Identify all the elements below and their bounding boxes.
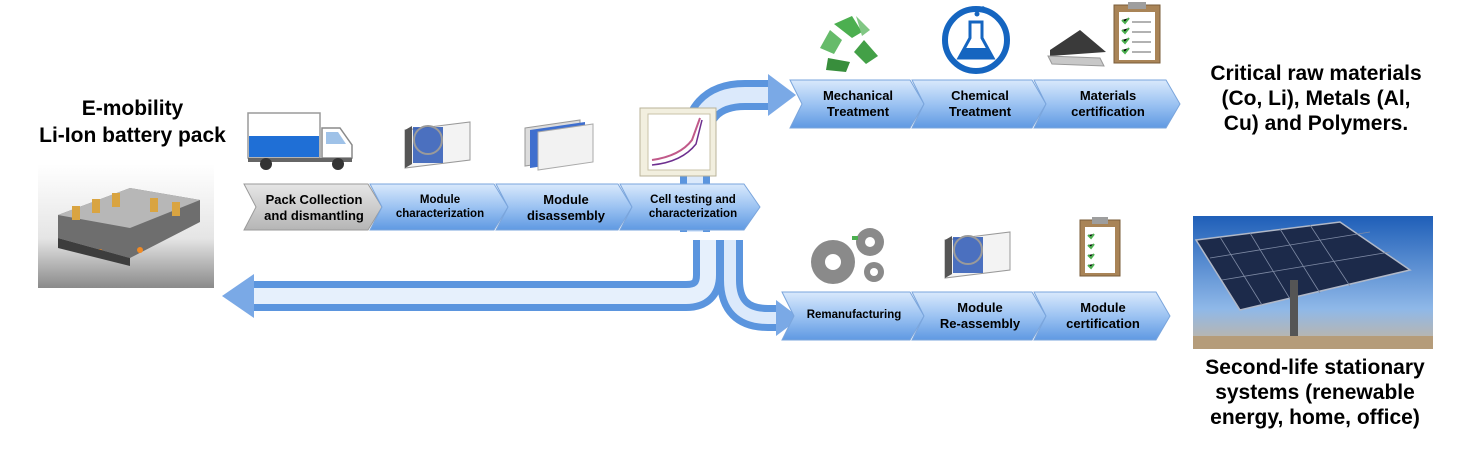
label-module-certification: Module certification (1066, 300, 1140, 331)
output-recycling: Critical raw materials (Co, Li), Metals … (1210, 62, 1422, 135)
second-life-chevrons (781, 291, 1171, 341)
chevron-module-characterization (369, 183, 509, 231)
recycling-chevrons (789, 79, 1181, 129)
materials-icon (1047, 30, 1106, 67)
flask-icon (942, 6, 1010, 74)
battery-pack-image (38, 164, 214, 288)
output-second-life: Second-life stationary systems (renewabl… (1205, 356, 1425, 429)
label-pack-collection: Pack Collection and dismantling (264, 192, 364, 223)
label-materials-certification: Materials certification (1071, 88, 1145, 119)
gears-icon (811, 228, 884, 284)
label-module-disassembly: Module disassembly (526, 192, 606, 223)
recycle-icon (820, 16, 878, 72)
clipboard-icon (1113, 2, 1161, 64)
label-mechanical-treatment: Mechanical Treatment (822, 88, 894, 119)
cell-test-graph-icon (639, 107, 717, 177)
main-process-chevrons (243, 183, 761, 231)
chevron-cell-testing (619, 183, 761, 231)
solar-panel-image (1193, 216, 1433, 349)
source-title-line1: E-mobility (81, 97, 184, 120)
chevron-module-disassembly (495, 183, 633, 231)
chevron-pack-collection (243, 183, 383, 231)
label-remanufacturing: Remanufacturing (806, 309, 902, 322)
label-module-characterization: Module characterization (395, 194, 485, 220)
battery-module-icon-2 (944, 231, 1011, 279)
arrow-to-second-life (717, 240, 800, 336)
truck-icon (247, 112, 353, 170)
arrow-return-to-pack (222, 240, 723, 318)
label-cell-testing: Cell testing and characterization (648, 194, 738, 220)
battery-module-icon (404, 121, 471, 169)
label-module-reassembly: Module Re-assembly (939, 300, 1021, 331)
module-disassembly-icon (524, 119, 594, 171)
clipboard-icon-2 (1079, 217, 1121, 277)
label-chemical-treatment: Chemical Treatment (948, 88, 1012, 119)
source-title-line2: Li-Ion battery pack (39, 124, 226, 147)
